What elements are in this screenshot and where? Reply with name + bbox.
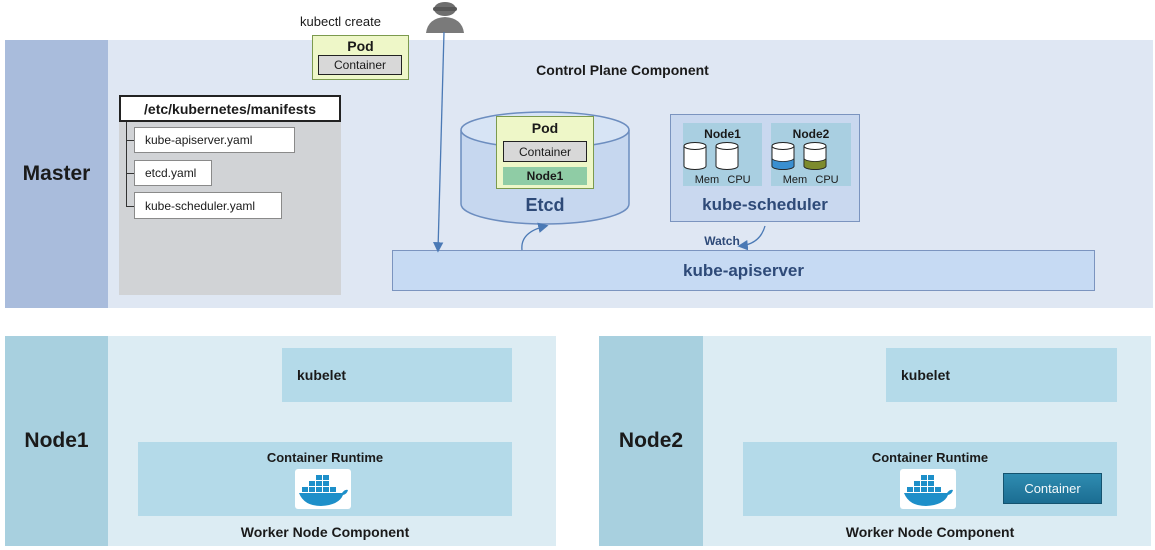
tree-tick <box>126 206 134 207</box>
node2-mem-cylinder <box>771 142 795 170</box>
manifest-file-etcd[interactable]: etcd.yaml <box>134 160 212 186</box>
etcd-pod-node-label: Node1 <box>503 167 587 185</box>
node2-docker-tile <box>900 469 956 509</box>
tree-tick <box>126 140 134 141</box>
control-plane-title: Control Plane Component <box>536 62 709 78</box>
node1-side-bar <box>5 336 108 546</box>
node1-worker-component-title: Worker Node Component <box>240 524 410 540</box>
new-pod-title: Pod <box>347 38 374 54</box>
node2-mem-label: Mem <box>782 173 808 186</box>
kube-scheduler-label: kube-scheduler <box>702 195 828 214</box>
master-label: Master <box>22 162 91 185</box>
node1-docker-tile <box>295 469 351 509</box>
node1-label: Node1 <box>24 429 89 452</box>
node2-cpu-cylinder <box>803 142 827 170</box>
tree-tick <box>126 173 134 174</box>
user-icon <box>426 2 464 33</box>
docker-whale-icon <box>904 475 953 506</box>
kube-apiserver-box: kube-apiserver <box>392 250 1095 291</box>
node1-cpu-cylinder <box>715 142 739 170</box>
docker-whale-icon <box>299 475 348 506</box>
node2-kubelet: kubelet <box>886 348 1117 402</box>
manifest-file-apiserver[interactable]: kube-apiserver.yaml <box>134 127 295 153</box>
manifest-file-scheduler[interactable]: kube-scheduler.yaml <box>134 192 282 219</box>
etcd-label: Etcd <box>525 194 565 215</box>
scheduler-node2-title: Node2 <box>792 126 830 141</box>
etcd-pod-container: Container <box>503 141 587 162</box>
node1-mem-cylinder <box>683 142 707 170</box>
node2-side-bar <box>599 336 703 546</box>
scheduler-node1-title: Node1 <box>704 126 741 141</box>
node1-kubelet: kubelet <box>282 348 512 402</box>
kubectl-create-label: kubectl create <box>300 14 381 29</box>
node2-label: Node2 <box>618 429 684 452</box>
new-pod-container: Container <box>318 55 402 75</box>
etcd-pod-title: Pod <box>531 120 559 136</box>
resource-cylinders <box>683 142 827 170</box>
watch-label: Watch <box>704 233 740 248</box>
node2-running-container: Container <box>1003 473 1102 504</box>
node1-cpu-label: CPU <box>727 173 751 186</box>
node2-cpu-label: CPU <box>815 173 839 186</box>
node1-runtime-title: Container Runtime <box>266 450 384 465</box>
node1-mem-label: Mem <box>694 173 720 186</box>
manifests-path: /etc/kubernetes/manifests <box>119 95 341 122</box>
node2-worker-component-title: Worker Node Component <box>845 524 1015 540</box>
tree-line <box>126 122 127 207</box>
node2-runtime-title: Container Runtime <box>871 450 989 465</box>
master-side-bar <box>5 40 108 308</box>
